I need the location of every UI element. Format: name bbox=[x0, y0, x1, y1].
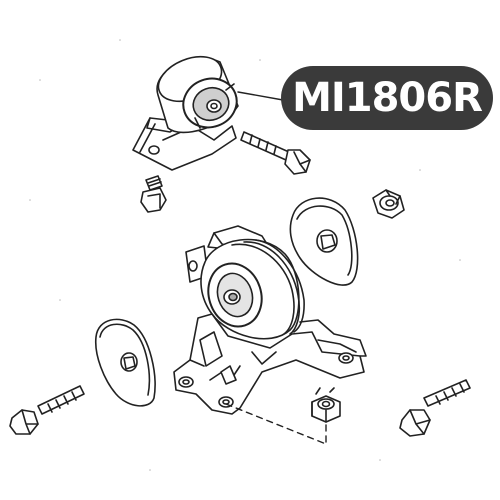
bracket-nut bbox=[372, 189, 405, 219]
assembly-guide-line bbox=[225, 403, 327, 445]
upper-mount-bolt bbox=[240, 131, 311, 175]
part-number-label: MI1806R bbox=[292, 75, 483, 121]
right-washer-plate bbox=[289, 197, 359, 286]
upper-mount-nut bbox=[140, 175, 167, 213]
engine-mount-bracket bbox=[173, 225, 367, 415]
paper-speckle bbox=[29, 39, 461, 471]
left-washer-plate bbox=[94, 318, 156, 407]
part-number-badge: MI1806R bbox=[281, 66, 493, 130]
bottom-nut bbox=[311, 387, 341, 423]
left-bolt bbox=[9, 385, 85, 435]
leader-line bbox=[237, 91, 284, 101]
upper-mount-bushing bbox=[132, 55, 239, 171]
right-bolt bbox=[399, 379, 471, 437]
